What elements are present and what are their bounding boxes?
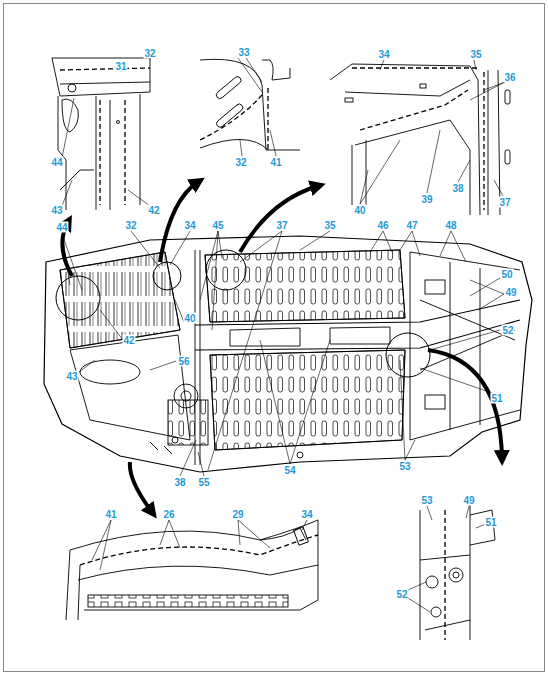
inset-top-middle [200,58,300,156]
callout-number: 49 [504,287,517,298]
callout-number: 29 [231,509,244,520]
callout-number: 31 [114,61,127,72]
callout-number: 40 [183,313,196,324]
callout-number: 55 [197,477,210,488]
inset-top-left [52,50,152,210]
car-underbody [44,236,532,472]
callout-number: 34 [300,509,313,520]
inset-top-right [330,60,510,215]
callout-number: 37 [498,197,511,208]
callout-number: 48 [444,220,457,231]
callout-number: 52 [395,589,408,600]
callout-number: 36 [503,72,516,83]
callout-number: 32 [234,157,247,168]
callout-number: 51 [490,393,503,404]
callout-number: 47 [405,220,418,231]
callout-number: 44 [55,222,68,233]
callout-number: 44 [50,157,63,168]
callout-number: 32 [143,48,156,59]
callout-number: 43 [65,371,78,382]
callout-number: 37 [275,220,288,231]
callout-number: 41 [269,157,282,168]
callout-number: 56 [177,356,190,367]
callout-number: 54 [283,465,296,476]
callout-number: 26 [162,509,175,520]
callout-number: 53 [420,495,433,506]
callout-number: 49 [462,495,475,506]
callout-number: 38 [451,183,464,194]
frame [4,4,545,672]
callout-number: 52 [501,325,514,336]
callout-number: 51 [484,517,497,528]
inset-bottom-right [408,505,495,640]
callout-number: 42 [147,205,160,216]
callout-number: 42 [122,335,135,346]
callout-number: 39 [420,194,433,205]
callout-number: 35 [323,220,336,231]
pointer-arrows [62,182,502,512]
callout-number: 46 [376,220,389,231]
callout-number: 53 [398,461,411,472]
callout-number: 43 [50,205,63,216]
callout-number: 41 [104,509,117,520]
callout-number: 38 [173,477,186,488]
callout-number: 40 [353,205,366,216]
callout-number: 35 [469,49,482,60]
callout-number: 45 [211,220,224,231]
inset-bottom-left [66,520,318,620]
callout-number: 34 [377,49,390,60]
callout-number: 50 [500,269,513,280]
callout-number: 32 [124,220,137,231]
leader-lines [62,231,504,476]
callout-number: 34 [183,220,196,231]
callout-number: 33 [237,47,250,58]
